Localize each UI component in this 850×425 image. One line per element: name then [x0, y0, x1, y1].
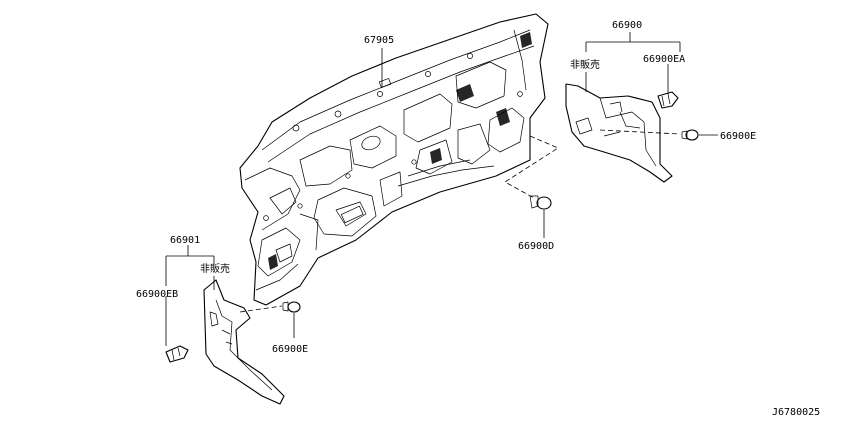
- dash-insulator-panel[interactable]: [239, 13, 549, 306]
- diagram-id: J6780025: [772, 407, 820, 418]
- rh-clip-ea[interactable]: [657, 91, 679, 109]
- label-66900: 66900: [612, 20, 642, 31]
- label-lh-66900E: 66900E: [272, 344, 308, 355]
- label-66900EB: 66900EB: [136, 289, 178, 300]
- label-rh-66900E: 66900E: [720, 131, 756, 142]
- label-rh-not-sold: 非販売: [570, 58, 600, 71]
- label-66901: 66901: [170, 235, 200, 246]
- installation-lines: [239, 129, 681, 313]
- center-clip-d[interactable]: [529, 195, 552, 210]
- rh-side-trim-panel[interactable]: [565, 83, 673, 183]
- label-66900EA: 66900EA: [643, 54, 685, 65]
- lh-clip-e[interactable]: [282, 301, 301, 313]
- lh-side-trim-panel[interactable]: [203, 279, 285, 405]
- label-66900D: 66900D: [518, 241, 554, 252]
- label-lh-not-sold: 非販売: [200, 262, 230, 275]
- lh-clip-eb[interactable]: [165, 345, 189, 363]
- rh-clip-e[interactable]: [681, 129, 699, 141]
- label-67905: 67905: [364, 35, 394, 46]
- leader-lines: [165, 32, 718, 346]
